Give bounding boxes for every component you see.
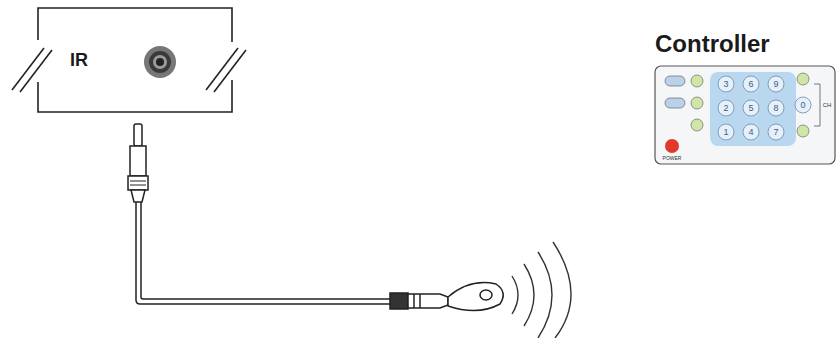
ir-cable xyxy=(128,124,503,311)
label-text: IR xyxy=(70,50,88,71)
button-label: 7 xyxy=(773,128,778,137)
button-label: 1 xyxy=(723,128,728,137)
device-heading: Controller xyxy=(655,30,770,58)
button-label: 9 xyxy=(773,80,778,89)
panel-outline xyxy=(12,8,246,112)
button-label: 0 xyxy=(800,101,805,110)
button-label: CH xyxy=(823,102,832,108)
button-label: 3 xyxy=(723,80,728,89)
jack-label: IR xyxy=(70,50,88,71)
button-label: POWER xyxy=(663,156,682,161)
ir-waves xyxy=(512,242,571,338)
button-label: 8 xyxy=(773,104,778,113)
label-text: Controller xyxy=(655,30,770,58)
button-label: 4 xyxy=(748,128,753,137)
button-label: 6 xyxy=(748,80,753,89)
ir-jack xyxy=(144,46,176,78)
button-label: 5 xyxy=(748,104,753,113)
button-label: 2 xyxy=(723,104,728,113)
remote-controller xyxy=(655,66,835,164)
